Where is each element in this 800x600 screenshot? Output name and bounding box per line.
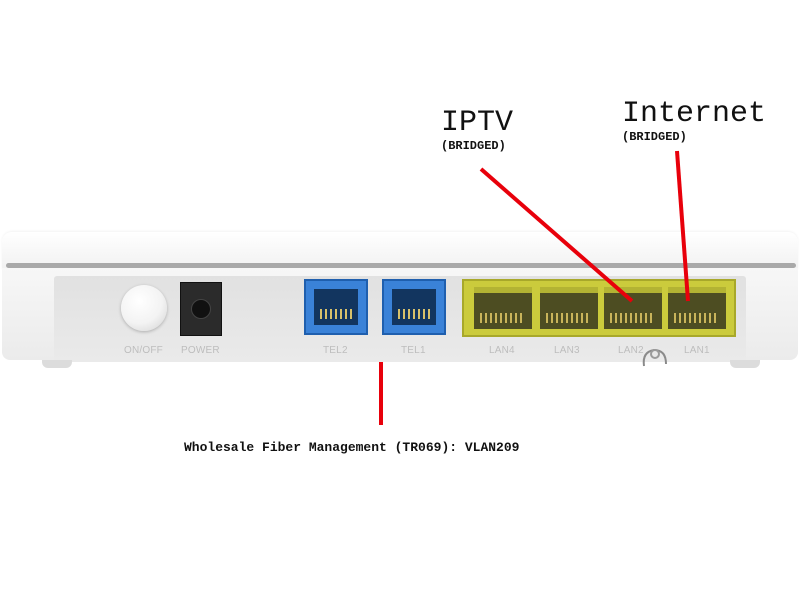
- router-foot-left: [42, 360, 72, 368]
- management-note: Wholesale Fiber Management (TR069): VLAN…: [184, 440, 520, 455]
- iptv-pointer-line: [479, 167, 634, 303]
- power-label: POWER: [181, 345, 220, 356]
- router-seam: [6, 263, 796, 268]
- router-foot-right: [730, 360, 760, 368]
- tel1-port: [382, 279, 446, 335]
- cable-clip-icon: [642, 348, 667, 367]
- lan1-label: LAN1: [684, 345, 710, 356]
- power-jack: [180, 282, 222, 336]
- lan1-port: [668, 287, 726, 329]
- tel2-port: [304, 279, 368, 335]
- onoff-label: ON/OFF: [124, 345, 163, 356]
- lan4-port: [474, 287, 532, 329]
- lan4-label: LAN4: [489, 345, 515, 356]
- iptv-subtitle: (BRIDGED): [441, 139, 506, 153]
- tel2-label: TEL2: [323, 345, 348, 356]
- internet-title: Internet: [622, 97, 767, 131]
- internet-pointer-line: [675, 150, 690, 302]
- tel1-label: TEL1: [401, 345, 426, 356]
- onoff-button: [121, 285, 167, 331]
- lan3-label: LAN3: [554, 345, 580, 356]
- internet-subtitle: (BRIDGED): [622, 130, 687, 144]
- lan2-port: [604, 287, 662, 329]
- iptv-title: IPTV: [441, 106, 514, 140]
- lan2-label: LAN2: [618, 345, 644, 356]
- lan3-port: [540, 287, 598, 329]
